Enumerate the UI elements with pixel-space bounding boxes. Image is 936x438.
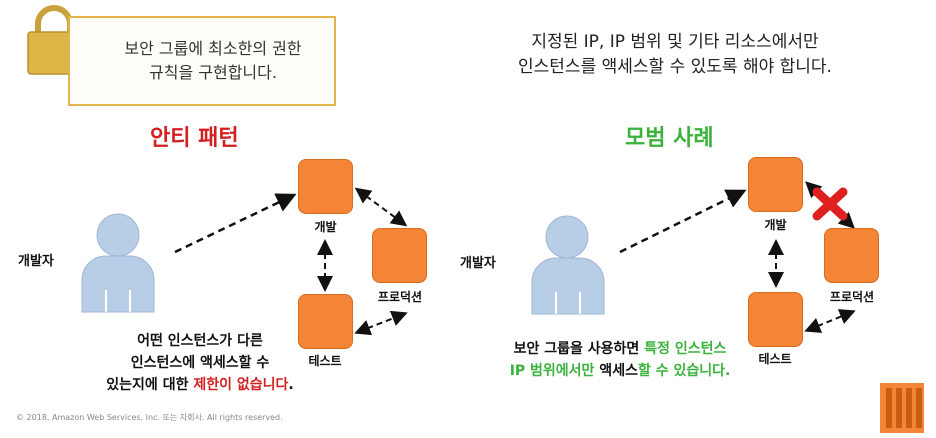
callout-line-1: 보안 그룹에 최소한의 권한 bbox=[124, 39, 302, 58]
best-practice-caption: 보안 그룹을 사용하면 특정 인스턴스 IP 범위에서만 액세스할 수 있습니다… bbox=[480, 338, 760, 382]
anti-caption-suffix: . bbox=[288, 377, 294, 393]
blocked-x-icon bbox=[812, 187, 848, 221]
arrow-test-prod-left bbox=[354, 310, 408, 336]
best-practice-title: 모범 사례 bbox=[625, 126, 714, 151]
best-caption-mid: 액세스 bbox=[594, 363, 638, 379]
developer-user-icon-left bbox=[81, 213, 155, 313]
best-caption-highlight-2: IP 범위에서만 bbox=[509, 363, 595, 379]
best-caption-line-1: 보안 그룹을 사용하면 특정 인스턴스 bbox=[480, 338, 760, 360]
arrow-user-to-dev-left bbox=[174, 193, 297, 254]
ec2-logo-icon bbox=[880, 383, 924, 433]
callout-line-2: 규칙을 구현합니다. bbox=[149, 63, 277, 82]
label-dev-right: 개발 bbox=[764, 218, 787, 232]
best-caption-highlight-1: 특정 인스턴스 bbox=[644, 341, 727, 357]
instance-test-left bbox=[298, 294, 353, 349]
instance-dev-right bbox=[748, 157, 803, 212]
label-test-left: 테스트 bbox=[308, 354, 342, 368]
developer-user-icon-right bbox=[531, 215, 605, 315]
right-header: 지정된 IP, IP 범위 및 기타 리소스에서만 인스턴스를 액세스할 수 있… bbox=[470, 30, 880, 80]
copyright-footer: © 2018, Amazon Web Services, Inc. 또는 자회사… bbox=[16, 413, 283, 422]
best-caption-highlight-3: 할 수 있습니다. bbox=[637, 363, 731, 379]
label-dev-left: 개발 bbox=[314, 220, 337, 234]
anti-caption-line-3: 있는지에 대한 제한이 없습니다. bbox=[80, 374, 320, 396]
instance-test-right bbox=[748, 292, 803, 347]
instance-prod-left bbox=[372, 228, 427, 283]
instance-prod-right bbox=[824, 228, 879, 283]
label-prod-left: 프로덕션 bbox=[377, 290, 423, 304]
callout-box: 보안 그룹에 최소한의 권한 규칙을 구현합니다. bbox=[68, 16, 336, 106]
anti-caption-line-2: 인스턴스에 액세스할 수 bbox=[130, 355, 270, 371]
best-caption-line-2: IP 범위에서만 액세스할 수 있습니다. bbox=[480, 360, 760, 382]
anti-caption-prefix: 있는지에 대한 bbox=[106, 377, 194, 393]
arrow-dev-prod-left bbox=[354, 187, 408, 227]
right-header-line-1: 지정된 IP, IP 범위 및 기타 리소스에서만 bbox=[531, 32, 819, 52]
arrow-test-prod-right bbox=[804, 309, 856, 333]
best-caption-prefix: 보안 그룹을 사용하면 bbox=[513, 341, 645, 357]
developer-label-right: 개발자 bbox=[460, 256, 496, 271]
anti-caption-highlight: 제한이 없습니다 bbox=[193, 377, 289, 393]
right-header-line-2: 인스턴스를 액세스할 수 있도록 해야 합니다. bbox=[518, 57, 832, 77]
anti-caption-line-1: 어떤 인스턴스가 다른 bbox=[137, 333, 263, 349]
developer-label-left: 개발자 bbox=[18, 254, 54, 269]
arrow-user-to-dev-right bbox=[619, 189, 747, 254]
label-prod-right: 프로덕션 bbox=[829, 290, 875, 304]
label-test-right: 테스트 bbox=[758, 352, 792, 366]
instance-dev-left bbox=[298, 159, 353, 214]
anti-pattern-caption: 어떤 인스턴스가 다른 인스턴스에 액세스할 수 있는지에 대한 제한이 없습니… bbox=[80, 330, 320, 396]
anti-pattern-title: 안티 패턴 bbox=[150, 126, 239, 151]
